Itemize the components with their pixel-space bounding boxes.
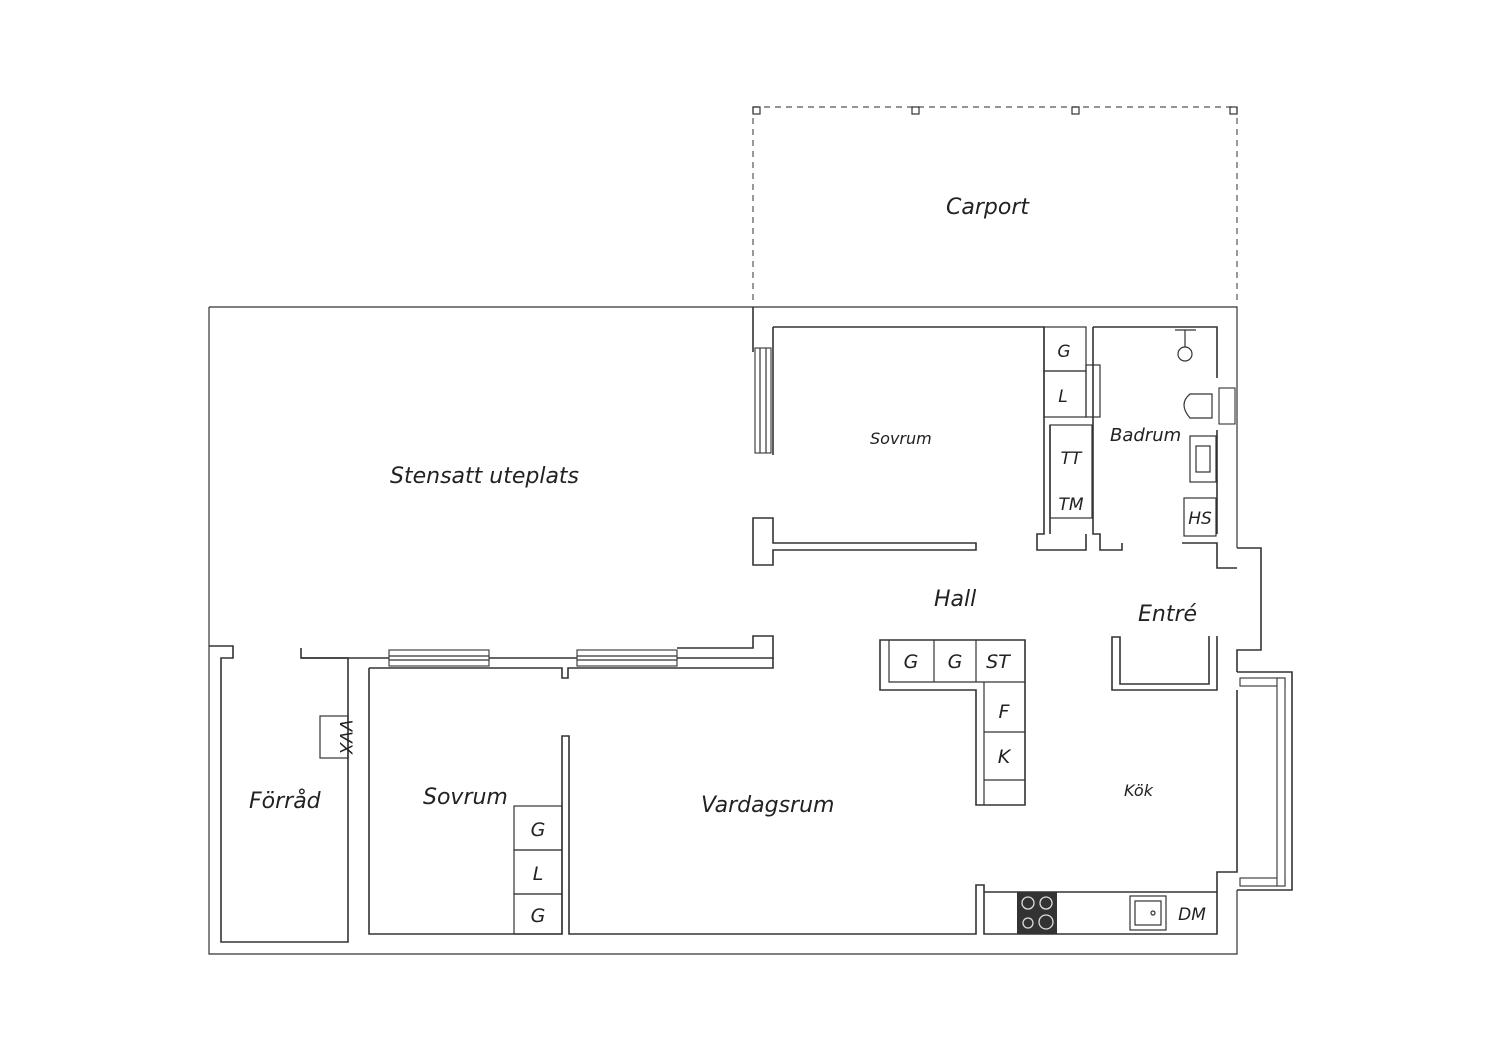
room-label-storage: Förråd [249, 788, 322, 814]
room-label-kitchen: Kök [1124, 781, 1154, 800]
room-label-carport: Carport [946, 195, 1030, 220]
fixture-label-dryer: TT [1061, 449, 1083, 469]
house-walls [209, 307, 1293, 943]
carport-outline [752, 106, 1238, 305]
room-label-entrance: Entré [1138, 602, 1197, 627]
room-label-living: Vardagsrum [701, 793, 834, 818]
fixture-label-wardrobe-top-l: L [1058, 387, 1067, 407]
fixture-label-wardrobe-top-g: G [1057, 342, 1070, 362]
room-label-bathroom: Badrum [1110, 425, 1181, 446]
fixture-label-dishwasher: DM [1178, 905, 1206, 925]
fixture-label-freezer: F [999, 701, 1011, 723]
fixture-label-hall-g2: G [948, 651, 963, 673]
room-label-bedroom-bottom: Sovrum [423, 785, 508, 810]
fixture-label-washer: TM [1058, 495, 1083, 515]
fixture-label-bed-l: L [533, 863, 544, 885]
bathroom-fixtures [1175, 329, 1217, 537]
fixture-label-hall-g1: G [904, 651, 919, 673]
hall-cabinets [879, 639, 1026, 806]
fixture-label-bed-g1: G [531, 819, 546, 841]
fixture-label-linen-cabinet: HS [1188, 509, 1212, 529]
sink-icon [1129, 895, 1167, 931]
room-label-hall: Hall [934, 587, 976, 612]
bottom-wardrobes [319, 715, 563, 935]
fixture-label-fridge: K [998, 746, 1012, 768]
outer-boundary [208, 306, 1238, 955]
stove-icon [1017, 892, 1057, 934]
room-label-bedroom-top: Sovrum [870, 429, 932, 448]
fixture-label-bed-g2: G [531, 905, 546, 927]
fixture-label-hall-st: ST [986, 651, 1011, 673]
fixture-label-ventilation: VVX [335, 720, 355, 755]
room-label-patio: Stensatt uteplats [390, 464, 579, 489]
top-wardrobes [1043, 326, 1101, 519]
